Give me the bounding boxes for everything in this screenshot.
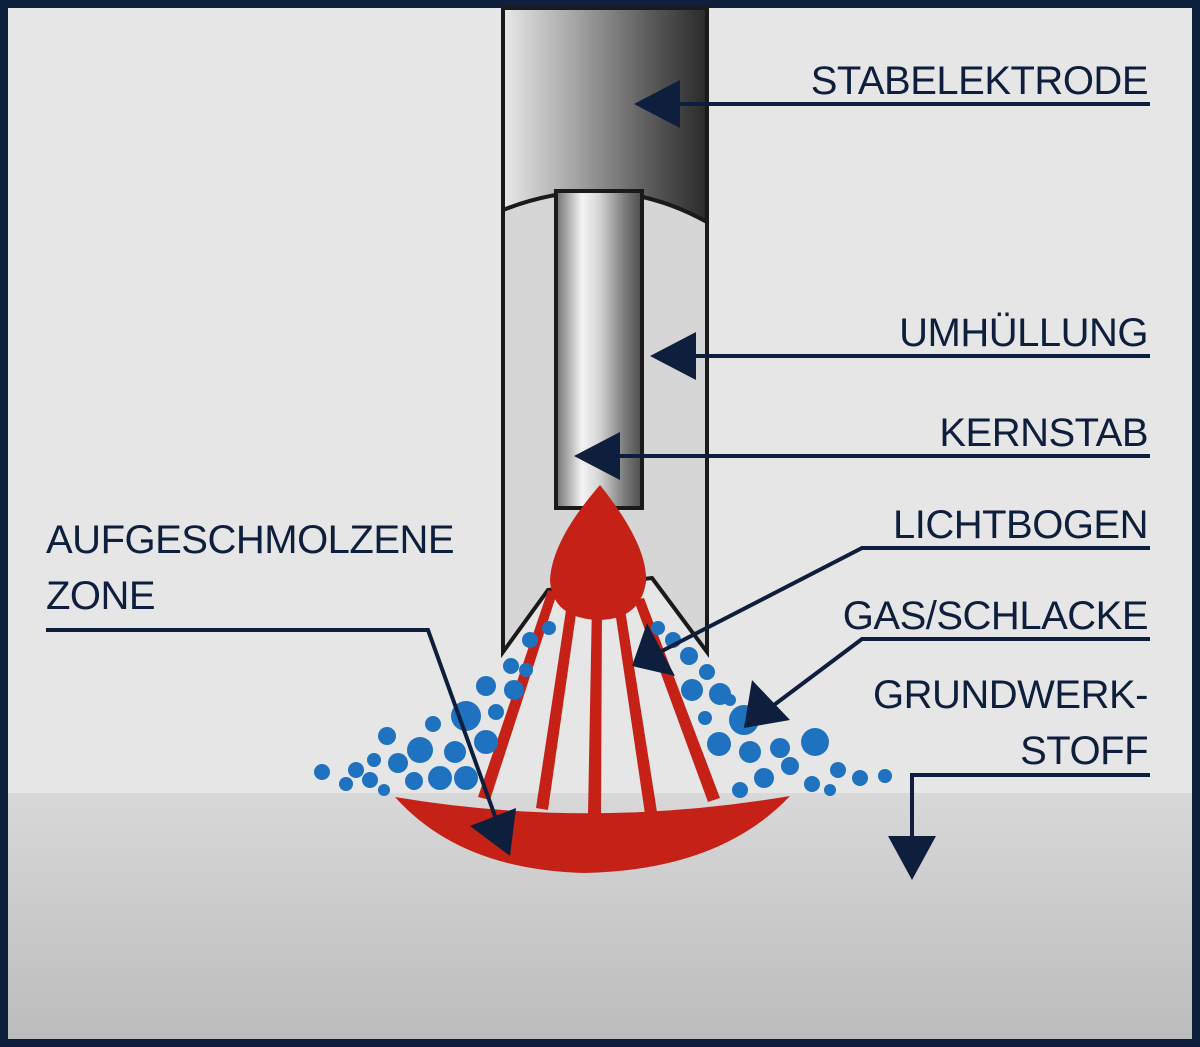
arrow-lichtbogen-icon — [632, 623, 675, 676]
label-aufgeschmolzene-line2: ZONE — [46, 574, 155, 618]
leader-lines — [46, 102, 1150, 846]
arrow-stabelektrode-icon — [634, 80, 680, 128]
arrow-gas-schlacke-icon — [744, 680, 790, 728]
label-grundwerkstoff-line1: GRUNDWERK- — [873, 673, 1148, 717]
label-lichtbogen: LICHTBOGEN — [893, 503, 1148, 547]
label-umhuellung: UMHÜLLUNG — [899, 311, 1148, 355]
arc-droplet — [550, 485, 647, 620]
label-aufgeschmolzene-line1: AUFGESCHMOLZENE — [46, 518, 454, 562]
leader-grundwerkstoff — [910, 773, 1150, 846]
label-kernstab: KERNSTAB — [939, 411, 1148, 455]
leader-gas-schlacke — [768, 637, 1150, 710]
leader-lichtbogen — [659, 546, 1150, 654]
arrow-umhuellung-icon — [650, 332, 696, 380]
label-gas-schlacke: GAS/SCHLACKE — [843, 594, 1148, 638]
label-stabelektrode: STABELEKTRODE — [811, 59, 1148, 103]
leader-aufgeschmolzene — [46, 628, 502, 831]
label-grundwerkstoff-line2: STOFF — [1020, 729, 1148, 773]
arrow-aufgeschmolzene-icon — [470, 808, 516, 856]
arrow-grundwerkstoff-icon — [888, 836, 936, 880]
arrow-kernstab-icon — [574, 432, 620, 480]
slag-bubbles — [314, 621, 892, 798]
arrowheads — [470, 80, 936, 880]
